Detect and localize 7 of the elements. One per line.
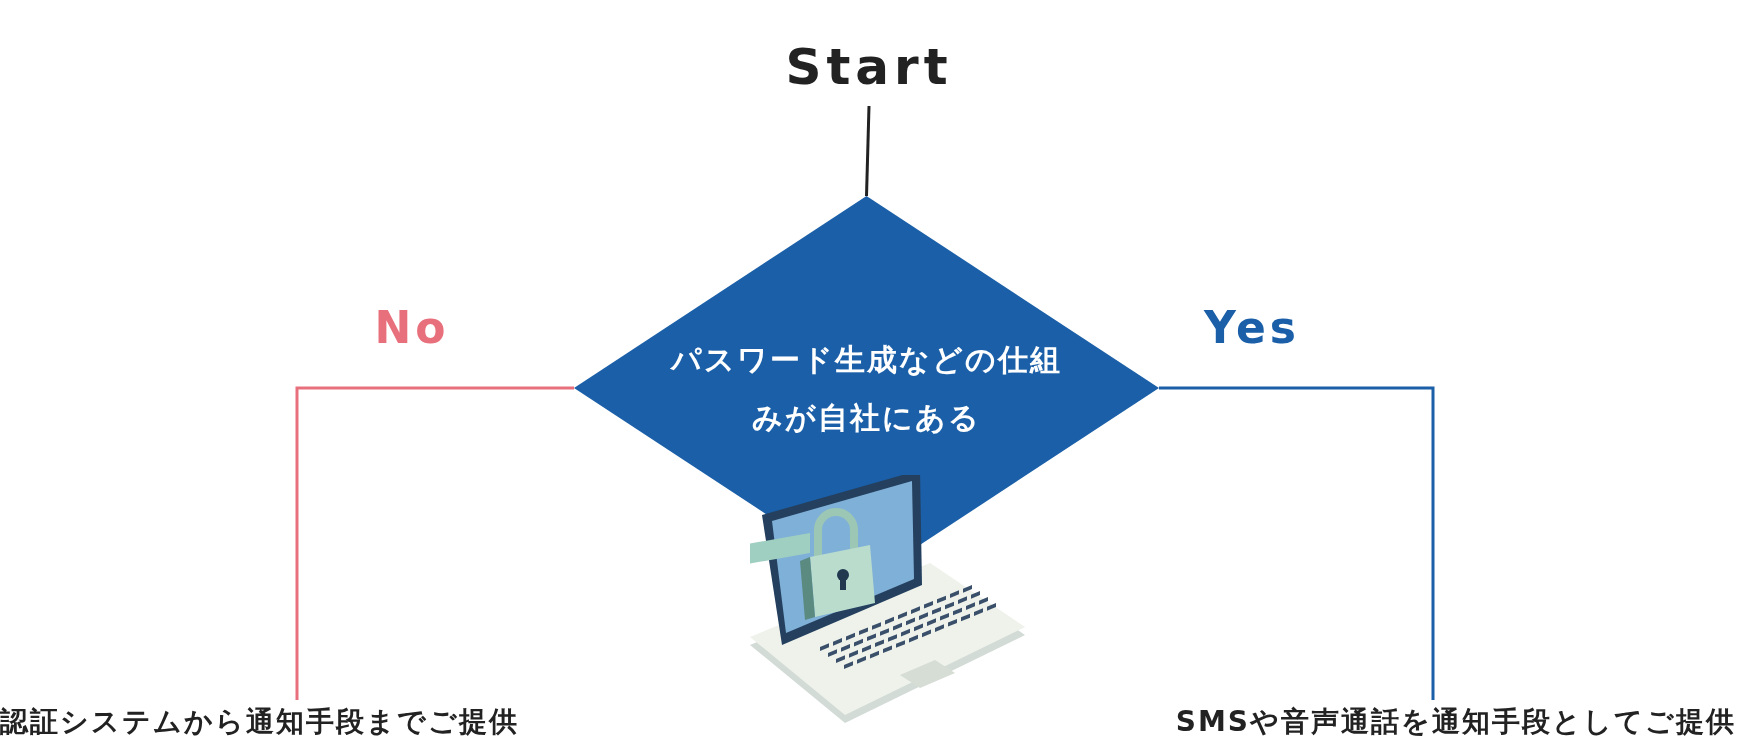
result-text: 認証システムから通知手段までご提供 xyxy=(0,704,520,740)
connector-line xyxy=(865,105,871,197)
decision-text: パスワード生成などの仕組みが自社にある xyxy=(669,341,1063,437)
connector-line xyxy=(295,386,574,700)
connector-line xyxy=(1159,386,1435,700)
start-label: Start xyxy=(784,37,954,98)
result-text: SMSや音声通話を通知手段としてご提供 xyxy=(1174,704,1736,740)
